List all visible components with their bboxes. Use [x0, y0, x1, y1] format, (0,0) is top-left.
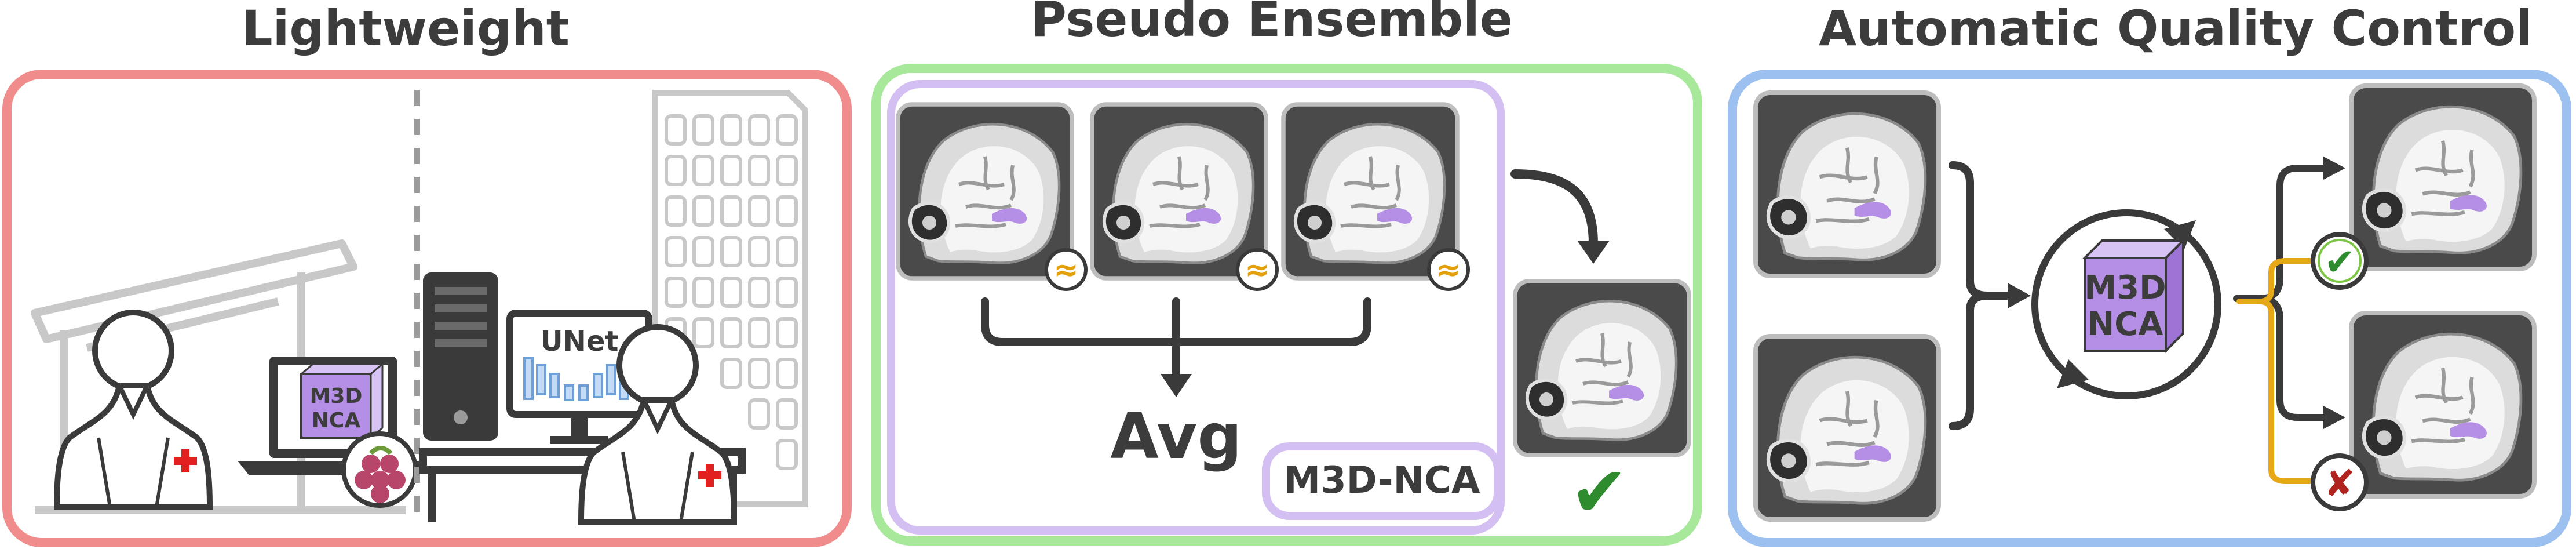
title-pseudo-ensemble: Pseudo Ensemble: [1031, 0, 1513, 48]
result-arrow: [1510, 169, 1598, 248]
panel-pseudo-ensemble: [871, 64, 1702, 546]
qc-input-bracket: [1949, 161, 2015, 430]
m3d-nca-tag: [1262, 442, 1502, 520]
ensemble-check-icon: ✔: [1570, 452, 1629, 533]
title-quality-control: Automatic Quality Control: [1819, 0, 2533, 57]
qc-fail-cross-icon: ✘: [2311, 453, 2369, 511]
qc-input-scan-2: [1756, 336, 1939, 519]
doctor-icon-right: [581, 327, 734, 522]
ensemble-scan-1: [898, 104, 1072, 278]
result-arrow-head: [1577, 241, 1610, 264]
building-icon: [652, 90, 808, 507]
qc-cycle-arrow-bottom: [2057, 359, 2089, 388]
qc-cycle-ring: [2031, 209, 2221, 399]
ensemble-scan-2: [1092, 104, 1266, 278]
doctor-icon-left: [57, 312, 210, 507]
panel-quality-control: [1728, 70, 2571, 547]
qc-output-scan-pass: [2351, 86, 2534, 269]
avg-label: Avg: [1110, 401, 1242, 473]
approx-icon-1: [1046, 250, 1086, 289]
qc-pass-check-icon: ✔: [2311, 232, 2369, 290]
cube-icon: M3D NCA: [2082, 238, 2186, 354]
server-icon: [423, 272, 498, 441]
cube-label-nca: NCA: [2087, 306, 2163, 343]
unet-label: UNet: [541, 325, 619, 358]
laptop-label-m3d: M3D: [310, 384, 363, 408]
qc-fail-symbol: ✘: [2324, 463, 2355, 506]
qc-output-scan-fail: [2351, 313, 2534, 496]
laptop-label-nca: NCA: [312, 409, 361, 432]
panel-lightweight: [2, 70, 852, 547]
approx-icon-2: [1238, 250, 1277, 289]
m3d-nca-tag-label: M3D-NCA: [1283, 459, 1480, 502]
qc-input-arrow-head: [2008, 283, 2031, 308]
qc-pass-arrow-head: [2323, 157, 2345, 180]
qc-input-scan-1: [1756, 93, 1939, 276]
qc-pass-symbol: ✔: [2324, 241, 2355, 284]
raspberry-icon: [341, 431, 418, 508]
cube-label-m3d: M3D: [2084, 269, 2166, 307]
approx-icon-3: [1429, 250, 1468, 289]
qc-cycle-arrow-top: [2164, 220, 2196, 249]
average-arrow-head: [1161, 374, 1192, 397]
qc-decision-arrows: [2236, 258, 2315, 484]
m3d-nca-box: [887, 80, 1505, 535]
qc-output-arrows: [2233, 165, 2330, 421]
qc-fail-arrow-head: [2323, 406, 2345, 429]
ensemble-result-scan: [1515, 281, 1689, 455]
title-lightweight: Lightweight: [242, 0, 570, 57]
average-arrows: [981, 297, 1371, 381]
ensemble-scan-3: [1283, 104, 1457, 278]
